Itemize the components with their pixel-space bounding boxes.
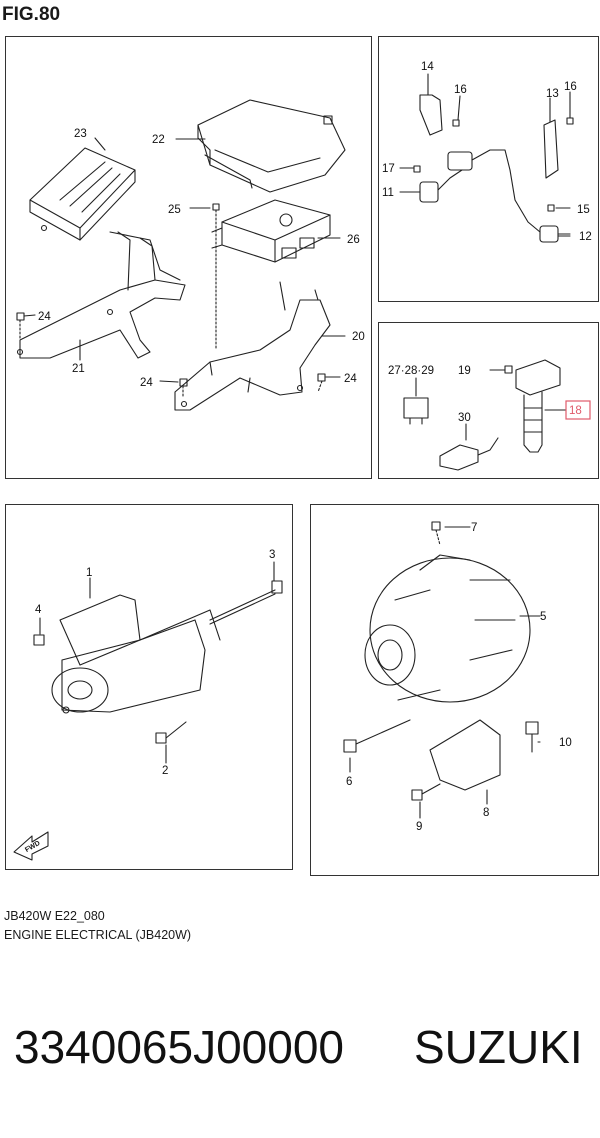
callout-17: 17 <box>382 163 395 175</box>
crank-sensor-11 <box>399 149 541 233</box>
callout-24-a: 24 <box>38 311 51 323</box>
callout-highlight-18 <box>565 400 591 420</box>
callout-27-28-29: 27·28·29 <box>388 365 434 377</box>
panel-ignition <box>378 322 599 479</box>
callout-12: 12 <box>579 231 592 243</box>
part-info-band <box>0 948 600 1138</box>
callout-8: 8 <box>483 807 489 819</box>
ecu-module <box>211 199 331 263</box>
callout-7: 7 <box>471 522 477 534</box>
alternator-5 <box>364 554 531 703</box>
ecu-bracket-left <box>16 231 186 359</box>
callout-14: 14 <box>421 61 434 73</box>
bolt-24 <box>16 312 326 399</box>
part-number: 3340065J00000 <box>14 1021 344 1073</box>
callout-6: 6 <box>346 776 352 788</box>
callout-25: 25 <box>168 204 181 216</box>
panel-sensors <box>378 36 599 302</box>
bolt-9 <box>411 783 441 801</box>
starter-motor-1 <box>51 594 221 714</box>
fuse-27-28-29 <box>403 397 429 425</box>
figure-description: ENGINE ELECTRICAL (JB420W) <box>4 928 192 942</box>
callout-16-a: 16 <box>454 84 467 96</box>
callout-26: 26 <box>347 234 360 246</box>
callout-13: 13 <box>546 88 559 100</box>
sensor-12 <box>539 225 571 243</box>
callout-23: 23 <box>74 128 87 140</box>
brand-name: SUZUKI <box>414 1021 583 1073</box>
callout-30: 30 <box>458 412 471 424</box>
panel-ecu <box>5 36 372 479</box>
bolts-sensor <box>413 117 574 212</box>
nut-4 <box>33 634 45 646</box>
panel-starter <box>5 504 293 870</box>
drawing-code: JB420W E22_080 <box>4 909 105 923</box>
callout-1: 1 <box>86 567 92 579</box>
callout-22: 22 <box>152 134 165 146</box>
bolt-19 <box>489 365 513 374</box>
ecu-cover <box>197 99 346 193</box>
bracket-plate <box>29 147 136 241</box>
ecu-bracket-right <box>174 281 331 411</box>
bolt-6 <box>343 719 411 753</box>
fwd-arrow-icon <box>13 831 49 861</box>
bolt-7 <box>431 521 441 546</box>
callout-5: 5 <box>540 611 546 623</box>
callout-18: 18 <box>569 405 582 417</box>
bracket-8 <box>429 719 501 791</box>
callout-4: 4 <box>35 604 42 616</box>
figure-title: FIG.80 <box>2 4 61 25</box>
bolt-10 <box>525 721 539 753</box>
callouts: 23 22 25 26 24 21 20 24 24 14 16 13 16 1… <box>24 61 592 854</box>
connector-30 <box>439 437 499 471</box>
callout-10: 10 <box>559 737 572 749</box>
callout-2: 2 <box>162 765 168 777</box>
callout-19: 19 <box>458 365 471 377</box>
parts-diagram: 23 22 25 26 24 21 20 24 24 14 16 13 16 1… <box>13 61 592 861</box>
callout-3: 3 <box>269 549 275 561</box>
callout-20: 20 <box>352 331 365 343</box>
callout-24-b: 24 <box>140 377 153 389</box>
panel-alternator <box>310 504 599 876</box>
sensor-bracket-13 <box>543 97 559 179</box>
bolt-2 <box>155 721 187 744</box>
callout-11: 11 <box>382 187 394 199</box>
bolt-3 <box>209 580 283 625</box>
callout-15: 15 <box>577 204 590 216</box>
sensor-bracket-14 <box>419 73 443 136</box>
callout-24-c: 24 <box>344 373 357 385</box>
callout-21: 21 <box>72 363 85 375</box>
bolt-25 <box>212 203 220 351</box>
callout-9: 9 <box>416 821 422 833</box>
callout-16-b: 16 <box>564 81 577 93</box>
ignition-coil-18 <box>515 359 561 453</box>
